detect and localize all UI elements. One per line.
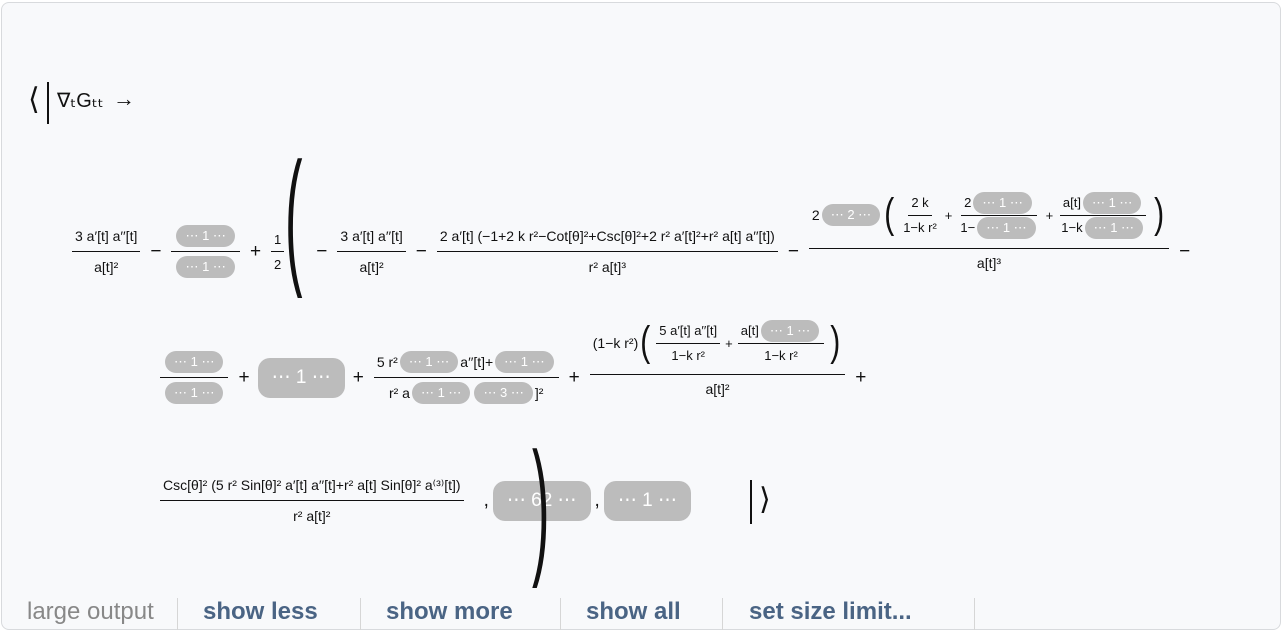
- fraction: 5 a′[t] a′′[t] 1−k r²: [656, 319, 721, 368]
- bracket-bar: [750, 480, 752, 524]
- denominator: r² a[t]²: [293, 508, 331, 524]
- plus: +: [568, 366, 580, 388]
- numerator: 5 a′[t] a′′[t]: [656, 319, 721, 344]
- elided-pill[interactable]: ⋯ 2 ⋯: [821, 204, 881, 226]
- denominator: r² a[t]³: [588, 259, 626, 275]
- minus: −: [787, 240, 799, 262]
- fraction: 2 k 1−k r²: [900, 191, 940, 240]
- comma: ,: [594, 489, 600, 511]
- elided-pill[interactable]: ⋯ 1 ⋯: [176, 256, 235, 278]
- denominator: a[t]²: [705, 381, 730, 397]
- numerator: 2 a′[t] (−1+2 k r²−Cot[θ]²+Csc[θ]²+2 r² …: [436, 221, 778, 252]
- divider: [177, 598, 178, 630]
- elided-pill[interactable]: ⋯ 1 ⋯: [760, 319, 820, 342]
- denominator: 1−k r²: [671, 348, 705, 363]
- plus: +: [725, 335, 733, 351]
- plus: +: [944, 207, 953, 223]
- denominator-text: 1−: [960, 220, 976, 235]
- denominator-text: 1−k: [1061, 220, 1083, 235]
- plus: +: [249, 240, 262, 262]
- numerator: 3 a′[t] a′′[t]: [337, 221, 406, 252]
- fraction: 3 a′[t] a′′[t] a[t]²: [337, 221, 406, 282]
- big-close-paren: ): [532, 421, 550, 589]
- elided-pill[interactable]: ⋯ 1 ⋯: [165, 351, 224, 373]
- denominator: a[t]³: [976, 255, 1002, 271]
- divider: [360, 598, 361, 630]
- show-less-button[interactable]: show less: [203, 598, 318, 625]
- numerator: 1: [271, 227, 285, 252]
- divider: [974, 598, 975, 630]
- denominator-text: ]²: [534, 385, 544, 401]
- denominator: 1−k r²: [903, 220, 937, 235]
- expression-row-2: ⋯ 1 ⋯⋯ 1 ⋯ + ⋯ 1 ⋯ + 5 r²⋯ 1 ⋯a′′[t]+⋯ 1…: [156, 312, 872, 443]
- divider: [560, 598, 561, 630]
- plus: +: [1045, 207, 1054, 223]
- large-output-label: large output: [27, 598, 154, 625]
- divider: [722, 598, 723, 630]
- open-angle-bracket: ⟨: [28, 83, 40, 116]
- minus: −: [415, 240, 427, 262]
- fraction: 2 a′[t] (−1+2 k r²−Cot[θ]²+Csc[θ]²+2 r² …: [436, 221, 778, 282]
- elided-pill[interactable]: ⋯ 1 ⋯: [603, 480, 691, 521]
- denominator: 1−k r²: [764, 348, 798, 363]
- fraction: Csc[θ]² (5 r² Sin[θ]² a′[t] a′′[t]+r² a[…: [160, 470, 464, 531]
- numerator-text: a′′[t]+: [460, 354, 494, 370]
- numerator-text: a[t]: [740, 323, 759, 338]
- elided-pill[interactable]: ⋯ 1 ⋯: [399, 351, 459, 373]
- minus: −: [1179, 240, 1191, 262]
- elided-pill[interactable]: ⋯ 1 ⋯: [1082, 191, 1142, 214]
- elided-pill[interactable]: ⋯ 1 ⋯: [973, 191, 1032, 214]
- nabla-expression: ∇ₜGₜₜ: [57, 90, 104, 112]
- fraction: ⋯ 1 ⋯ ⋯ 1 ⋯: [160, 347, 229, 408]
- elided-pill[interactable]: ⋯ 1 ⋯: [1084, 216, 1144, 239]
- bracket-bar: [47, 82, 49, 124]
- plus: +: [855, 366, 867, 388]
- elided-pill[interactable]: ⋯ 1 ⋯: [977, 216, 1036, 239]
- close-angle-bracket: ⟩: [759, 483, 771, 516]
- fraction: 5 r²⋯ 1 ⋯a′′[t]+⋯ 1 ⋯ r² a⋯ 1 ⋯⋯ 3 ⋯]²: [373, 316, 559, 440]
- numerator-text: 2: [964, 195, 972, 210]
- plus: +: [238, 366, 250, 388]
- numerator: 3 a′[t] a′′[t]: [72, 221, 141, 252]
- numerator-text: 5 r²: [376, 354, 398, 370]
- denominator-text: r² a: [388, 385, 410, 401]
- fraction: (1−k r²) ( 5 a′[t] a′′[t]1−k r² + a[t]⋯ …: [589, 312, 846, 443]
- elided-pill[interactable]: ⋯ 62 ⋯: [492, 480, 591, 521]
- denominator: 2: [274, 256, 282, 272]
- rule-arrow: →: [113, 86, 135, 111]
- numerator: Csc[θ]² (5 r² Sin[θ]² a′[t] a′′[t]+r² a[…: [160, 470, 464, 501]
- fraction: a[t]⋯ 1 ⋯1−k⋯ 1 ⋯: [1058, 191, 1148, 240]
- minus: −: [150, 240, 162, 262]
- elided-pill[interactable]: ⋯ 1 ⋯: [495, 351, 554, 373]
- set-size-limit-button[interactable]: set size limit...: [749, 598, 912, 625]
- denominator: a[t]²: [94, 259, 119, 275]
- elided-pill[interactable]: ⋯ 1 ⋯: [411, 382, 471, 404]
- fraction: ⋯ 1 ⋯ ⋯ 1 ⋯: [171, 221, 240, 282]
- factor: (1−k r²): [592, 335, 639, 351]
- denominator: a[t]²: [359, 259, 384, 275]
- elided-pill[interactable]: ⋯ 1 ⋯: [176, 225, 235, 247]
- elided-pill[interactable]: ⋯ 3 ⋯: [474, 382, 533, 404]
- fraction: 3 a′[t] a′′[t] a[t]²: [72, 221, 141, 282]
- elided-pill[interactable]: ⋯ 1 ⋯: [257, 357, 345, 398]
- coefficient: 2: [811, 207, 820, 223]
- fraction: 2⋯ 1 ⋯1−⋯ 1 ⋯: [957, 191, 1040, 240]
- big-open-paren: (: [285, 131, 303, 299]
- expression-row-3: Csc[θ]² (5 r² Sin[θ]² a′[t] a′′[t]+r² a[…: [156, 470, 693, 531]
- plus: +: [352, 366, 364, 388]
- show-more-button[interactable]: show more: [386, 598, 513, 625]
- numerator: 2 k: [908, 191, 932, 216]
- numerator-text: a[t]: [1062, 195, 1081, 210]
- elided-pill[interactable]: ⋯ 1 ⋯: [165, 382, 224, 404]
- show-all-button[interactable]: show all: [586, 598, 681, 625]
- fraction: a[t]⋯ 1 ⋯ 1−k r²: [737, 319, 825, 368]
- comma: ,: [483, 489, 489, 511]
- minus: −: [316, 240, 328, 262]
